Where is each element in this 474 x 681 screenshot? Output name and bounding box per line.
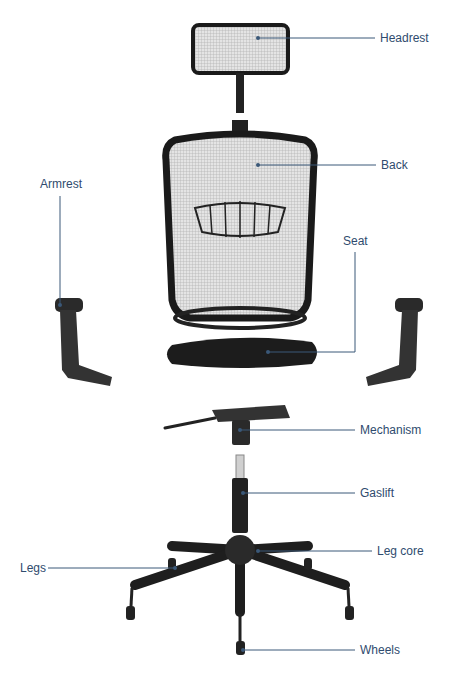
part-label: Leg core [377, 544, 424, 558]
part-label: Armrest [40, 177, 82, 191]
mechanism-part [165, 405, 290, 445]
back-part [166, 134, 315, 328]
gaslift-part [232, 455, 248, 533]
armrest-part [55, 298, 112, 386]
headrest-part [193, 25, 288, 132]
armrest-part [366, 298, 423, 386]
wheel-parts [126, 558, 354, 655]
seat-part [167, 338, 317, 368]
part-label: Back [381, 158, 408, 172]
part-label: Gaslift [360, 486, 394, 500]
part-label: Seat [343, 234, 368, 248]
leg-core-part [225, 535, 255, 565]
part-label: Headrest [380, 31, 429, 45]
leader-lines [48, 38, 376, 650]
part-label: Mechanism [360, 423, 421, 437]
leader-dots [58, 36, 270, 652]
part-label: Wheels [360, 643, 400, 657]
part-label: Legs [20, 561, 46, 575]
